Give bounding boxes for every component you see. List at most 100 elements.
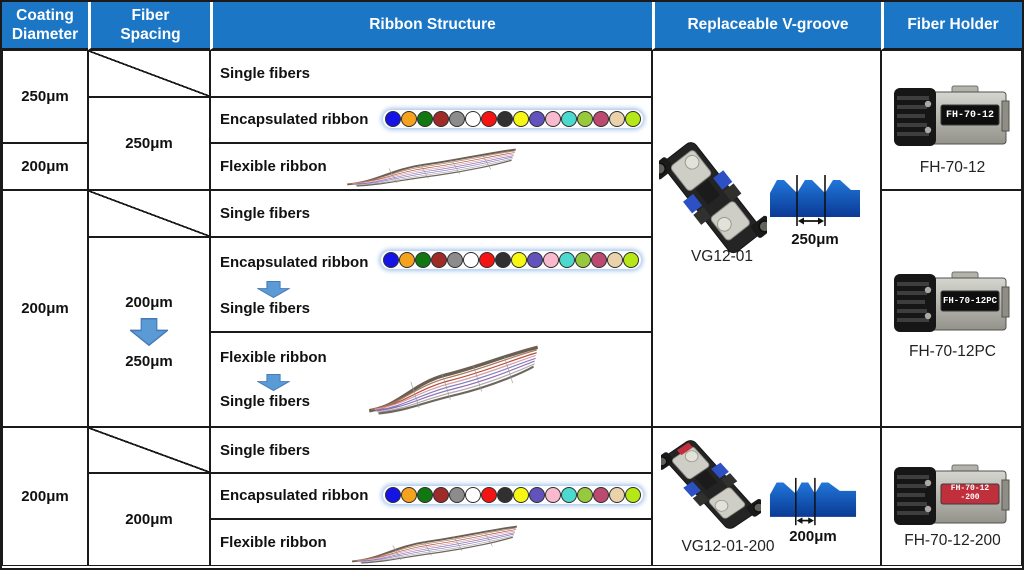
- cell-holder-fh-70-12-200: FH-70-12 -200 FH-70-12-200: [881, 427, 1022, 566]
- cell-encapsulated-s1: Encapsulated ribbon: [210, 97, 652, 143]
- flexible-ribbon-image: [350, 525, 519, 565]
- fiber-holder-device-label: FH-70-12 -200: [941, 484, 999, 504]
- cell-holder-fh-70-12: FH-70-12 FH-70-12: [881, 50, 1022, 190]
- v-groove-pitch-diagram: [769, 476, 857, 527]
- fiber-color-dot: [561, 111, 577, 127]
- fiber-color-dot: [545, 111, 561, 127]
- header-vgroove-label: Replaceable V-groove: [687, 16, 849, 34]
- fiber-color-dot: [593, 487, 609, 503]
- ribbon-row-label: Encapsulated ribbon: [220, 487, 369, 504]
- cell-spacing-na-s1: [88, 50, 210, 97]
- fiber-color-dot: [417, 487, 433, 503]
- fiber-color-dot: [625, 111, 641, 127]
- ribbon-row-label: Encapsulated ribbon: [220, 111, 369, 128]
- fiber-color-dot: [529, 487, 545, 503]
- fiber-color-dot: [385, 111, 401, 127]
- ribbon-row-label: Flexible ribbon: [220, 158, 327, 175]
- fiber-holder-device-label: FH-70-12: [945, 109, 994, 121]
- spacing-from-value: 200μm: [125, 294, 173, 311]
- ribbon-row-result-label: Single fibers: [220, 393, 311, 410]
- fiber-color-dot: [623, 252, 639, 268]
- device-label-line1: FH-70-12: [950, 484, 990, 494]
- header-coating-diameter: Coating Diameter: [2, 2, 88, 50]
- fiber-color-dot: [383, 252, 399, 268]
- cell-flexible-s3: Flexible ribbon: [210, 519, 652, 566]
- fiber-color-dot: [431, 252, 447, 268]
- spacing-value: 250μm: [125, 135, 173, 152]
- cell-flexible-to-single-s2: Flexible ribbon Single fibers: [210, 332, 652, 427]
- fiber-color-dot: [511, 252, 527, 268]
- ribbon-row-result-label: Single fibers: [220, 300, 311, 317]
- header-fiber-spacing: Fiber Spacing: [88, 2, 210, 50]
- cell-coating-200-s1: 200μm: [2, 143, 88, 190]
- fiber-color-dot: [479, 252, 495, 268]
- flexible-ribbon-image: [367, 345, 540, 416]
- fiber-color-dot: [465, 487, 481, 503]
- v-groove-pitch-label: 200μm: [789, 528, 837, 545]
- v-groove-device-image: [661, 433, 761, 535]
- fiber-color-dot: [433, 487, 449, 503]
- coating-value: 200μm: [21, 300, 69, 317]
- ribbon-row-label: Single fibers: [220, 65, 311, 82]
- cell-spacing-200-s3: 200μm: [88, 473, 210, 566]
- flexible-ribbon-image: [345, 148, 518, 188]
- fiber-color-dot: [593, 111, 609, 127]
- fiber-ribbon-colors: [381, 251, 641, 269]
- header-fiber-holder: Fiber Holder: [881, 2, 1022, 50]
- fiber-color-dot: [417, 111, 433, 127]
- cell-encapsulated-s3: Encapsulated ribbon: [210, 473, 652, 519]
- ribbon-row-label: Single fibers: [220, 205, 311, 222]
- header-replaceable-v-groove: Replaceable V-groove: [652, 2, 881, 50]
- arrow-down-icon: [257, 374, 290, 391]
- v-groove-pitch-label: 250μm: [791, 231, 839, 248]
- cell-encapsulated-to-single-s2: Encapsulated ribbon Single fibers: [210, 237, 652, 332]
- cell-spacing-na-s2: [88, 190, 210, 237]
- spacing-to-value: 250μm: [125, 353, 173, 370]
- coating-value: 250μm: [21, 88, 69, 105]
- arrow-down-icon: [130, 318, 168, 346]
- ribbon-row-label: Flexible ribbon: [220, 534, 327, 551]
- fiber-holder-model-label: FH-70-12-200: [904, 532, 1001, 549]
- fiber-color-dot: [433, 111, 449, 127]
- header-coating-label: Coating Diameter: [11, 6, 79, 43]
- cell-coating-250: 250μm: [2, 50, 88, 143]
- fiber-color-dot: [575, 252, 591, 268]
- v-groove-model-label: VG12-01-200: [681, 538, 775, 555]
- fiber-color-dot: [559, 252, 575, 268]
- cell-spacing-200-to-250: 200μm 250μm: [88, 237, 210, 427]
- fiber-color-dot: [545, 487, 561, 503]
- fiber-color-dot: [449, 111, 465, 127]
- ribbon-row-label: Encapsulated ribbon: [220, 254, 369, 271]
- coating-value: 200μm: [21, 488, 69, 505]
- fiber-color-dot: [415, 252, 431, 268]
- fiber-color-dot: [497, 487, 513, 503]
- cell-coating-200-s2: 200μm: [2, 190, 88, 427]
- fiber-color-dot: [447, 252, 463, 268]
- device-label-line2: -200: [960, 493, 980, 502]
- fiber-color-dot: [385, 487, 401, 503]
- v-groove-device-image: [659, 133, 767, 261]
- v-groove-model-label: VG12-01: [690, 248, 754, 265]
- cell-vgroove-vg12-01: VG12-01 250μm: [652, 50, 881, 427]
- fiber-color-dot: [481, 111, 497, 127]
- fiber-color-dot: [401, 487, 417, 503]
- fiber-holder-model-label: FH-70-12: [919, 159, 986, 176]
- cell-flexible-s1: Flexible ribbon: [210, 143, 652, 190]
- fiber-color-dot: [401, 111, 417, 127]
- header-spacing-label: Fiber Spacing: [120, 6, 181, 43]
- fiber-color-dot: [543, 252, 559, 268]
- cell-single-fibers-s3: Single fibers: [210, 427, 652, 473]
- cell-spacing-na-s3: [88, 427, 210, 473]
- ribbon-row-label: Single fibers: [220, 441, 311, 459]
- coating-value: 200μm: [21, 158, 69, 175]
- fiber-color-dot: [465, 111, 481, 127]
- fiber-color-dot: [529, 111, 545, 127]
- fiber-color-dot: [449, 487, 465, 503]
- fiber-color-dot: [513, 487, 529, 503]
- header-holder-label: Fiber Holder: [907, 16, 999, 34]
- fiber-color-dot: [513, 111, 529, 127]
- spacing-value: 200μm: [125, 511, 173, 528]
- fiber-color-dot: [609, 111, 625, 127]
- fiber-color-dot: [495, 252, 511, 268]
